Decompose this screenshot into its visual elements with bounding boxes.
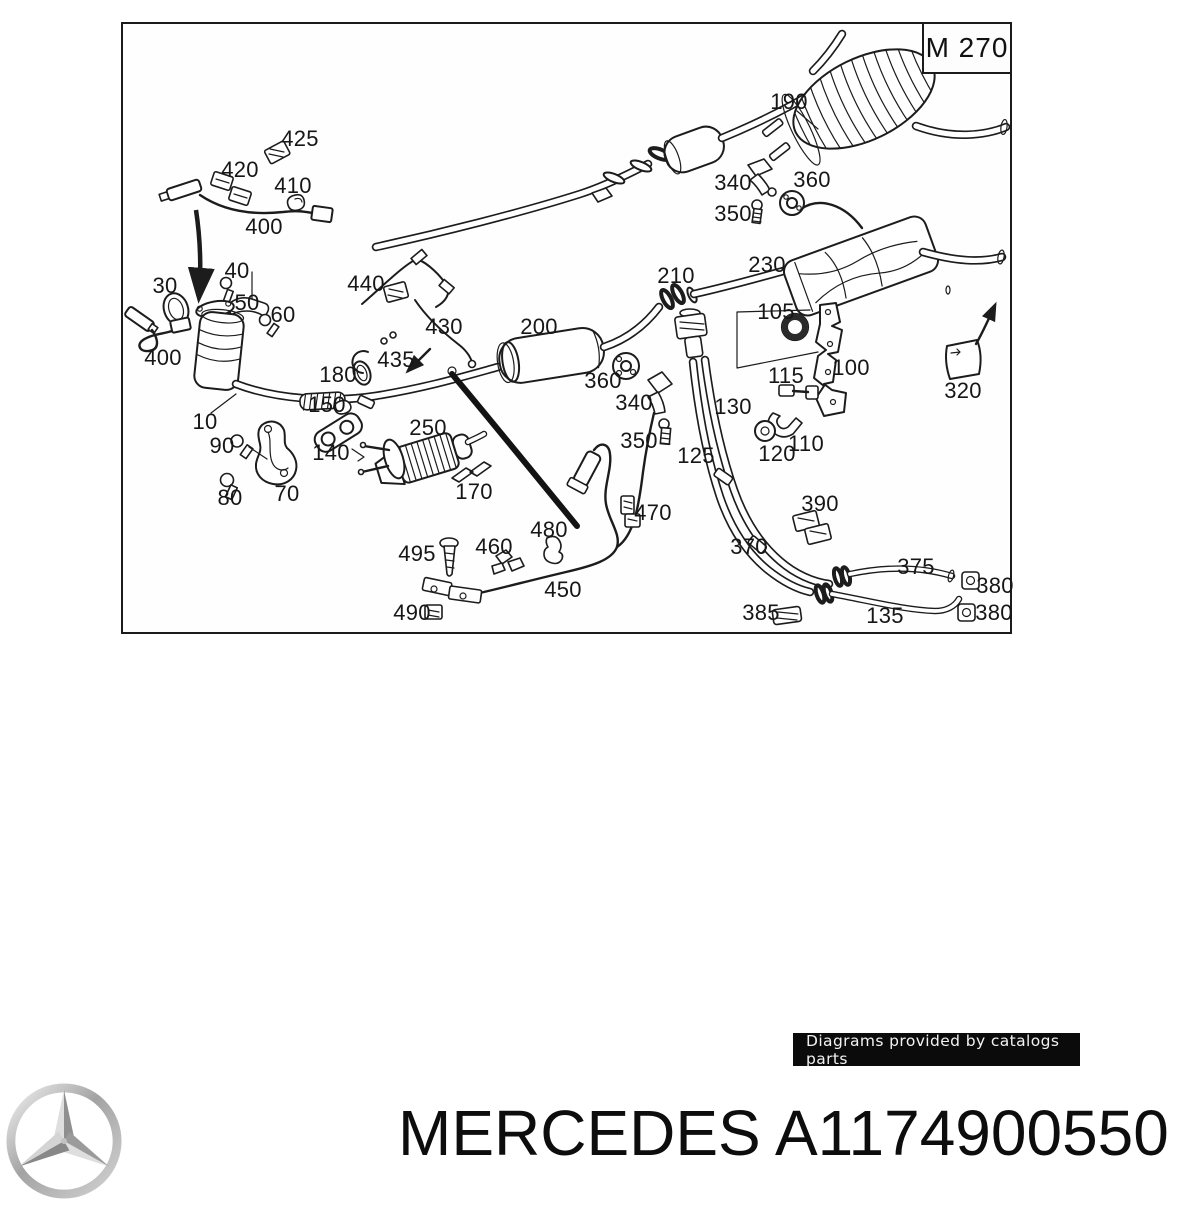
rear-muffler-230-drawing bbox=[782, 215, 940, 317]
engine-code-label: M 270 bbox=[925, 32, 1009, 63]
left-oxygen-sensor-drawing bbox=[124, 306, 192, 353]
clip-460-drawing bbox=[491, 549, 525, 575]
catalytic-converter-drawing bbox=[193, 299, 245, 391]
leader-arrow-320 bbox=[974, 301, 997, 346]
bolt-90-drawing bbox=[230, 434, 254, 460]
provider-bar: Diagrams provided by catalogs parts bbox=[793, 1031, 1080, 1068]
flex-joint-drawing bbox=[299, 391, 346, 411]
hanger-115-drawing bbox=[778, 384, 819, 400]
clamp-380-drawings bbox=[957, 571, 980, 622]
clip-170-drawing bbox=[451, 461, 492, 483]
mid-catalyst-250-drawing bbox=[357, 430, 488, 486]
clamp-435-drawing bbox=[351, 331, 397, 374]
oxygen-sensor-450-drawing bbox=[469, 411, 656, 597]
bolt-350-top-drawing bbox=[751, 199, 763, 225]
routing-swoosh bbox=[449, 371, 580, 529]
hanger-340-top-drawing bbox=[747, 158, 777, 197]
leader-arrow-435 bbox=[405, 347, 432, 374]
clip-385-drawing bbox=[771, 605, 803, 626]
rubber-ring-360-mid-drawing bbox=[612, 352, 640, 380]
flange-140-drawing bbox=[313, 412, 365, 462]
bracket-100-drawing bbox=[813, 302, 847, 417]
hanger-340-mid-drawing bbox=[647, 371, 673, 415]
mercedes-logo bbox=[4, 1082, 124, 1200]
pipe-sleeves-drawing bbox=[813, 565, 853, 605]
line-430-drawing bbox=[414, 299, 473, 363]
rear-pipe-assembly-drawing bbox=[686, 201, 1007, 317]
clamp-210-drawing bbox=[659, 282, 686, 311]
bolt-80-drawing bbox=[219, 472, 239, 501]
mercedes-star-icon bbox=[6, 1083, 122, 1199]
bolt-350-mid-drawing bbox=[658, 418, 672, 446]
rubber-mount-105-drawing bbox=[780, 312, 810, 342]
flap-valve-drawing bbox=[674, 308, 708, 359]
grommet-120-drawing bbox=[754, 420, 776, 442]
clip-470-drawing bbox=[620, 495, 641, 528]
nut-150-drawing bbox=[333, 394, 376, 415]
clip-420-drawing bbox=[210, 170, 252, 207]
resonator-drawing bbox=[663, 125, 725, 175]
engine-code-box: M 270 bbox=[922, 22, 1012, 74]
part-number-title: MERCEDES A1174900550 bbox=[398, 1097, 1169, 1169]
provider-bar-text: Diagrams provided by catalogs parts bbox=[806, 1031, 1060, 1068]
leader-arrow bbox=[187, 209, 215, 304]
bolt-40-drawing bbox=[219, 276, 235, 305]
center-muffler-drawing bbox=[496, 327, 605, 384]
clip-425-drawing bbox=[263, 140, 291, 165]
tag-320-drawing bbox=[945, 339, 982, 380]
rear-exhaust-assembly-drawing bbox=[371, 29, 1011, 252]
sensor-line-440-drawing bbox=[361, 248, 455, 308]
bolt-60-drawing bbox=[258, 313, 280, 338]
screw-495-drawing bbox=[439, 537, 459, 577]
bracket-390-drawing bbox=[792, 509, 832, 546]
upper-oxygen-sensor-drawing bbox=[158, 140, 334, 224]
bracket-490-drawing bbox=[421, 576, 483, 620]
rubber-ring-360-top-drawing bbox=[779, 190, 805, 216]
bracket-70-drawing bbox=[254, 420, 298, 486]
clip-480-drawing bbox=[543, 535, 564, 565]
